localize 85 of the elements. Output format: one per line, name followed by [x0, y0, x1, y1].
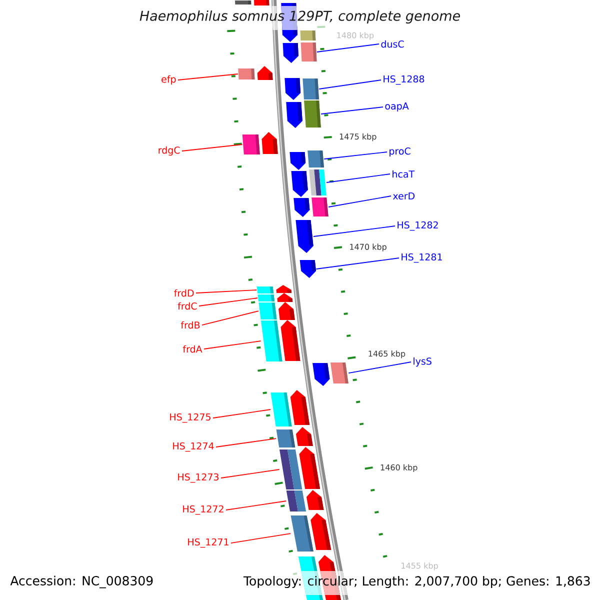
feature-block [256, 286, 274, 294]
leader-line [202, 310, 259, 326]
gene-label: rdgC [158, 146, 180, 156]
feature-block [235, 0, 252, 4]
gene-label: HS_1272 [183, 505, 224, 515]
gene-label: frdA [182, 345, 202, 353]
leader-line [324, 152, 388, 160]
gene-label: HS_1274 [173, 442, 214, 452]
leader-line [182, 144, 243, 152]
leader-line [326, 174, 390, 183]
feature-block [238, 68, 255, 80]
leader-line [318, 80, 382, 90]
scale-label: 1460 kbp [380, 464, 418, 472]
title: Haemophilus somnus 129PT, complete genome [140, 10, 460, 24]
leader-line [230, 533, 292, 544]
gene-label: oapA [385, 102, 409, 112]
gene-label: HS_1282 [398, 221, 438, 231]
leader-line [226, 500, 287, 510]
leader-line [313, 226, 396, 237]
feature-block [302, 78, 319, 100]
gene-label: HS_1281 [402, 253, 442, 263]
gene-label: dusC [381, 40, 404, 48]
gene-feature [310, 513, 332, 550]
leader-line [198, 298, 258, 306]
leader-line [204, 340, 262, 350]
gene-label: xerD [392, 192, 415, 200]
leader-line [216, 438, 277, 448]
gene-label: frdD [174, 289, 194, 297]
gene-feature [276, 285, 292, 293]
leader-line [316, 258, 400, 270]
gene-feature [290, 390, 310, 425]
gene-label: HS_1271 [188, 538, 228, 548]
gene-feature [294, 198, 310, 217]
leader-line [212, 409, 271, 418]
gene-feature [300, 260, 316, 278]
gene-feature [296, 427, 313, 446]
gene-feature [296, 220, 314, 253]
feature-block [330, 362, 348, 384]
gene-label: frdB [180, 321, 200, 329]
feature-block [300, 42, 317, 62]
leader-line [320, 106, 384, 114]
leader-line [178, 74, 238, 80]
feature-block [270, 392, 292, 426]
feature-block [254, 0, 270, 6]
feature-block [304, 100, 321, 128]
scale-label: 1455 kbp [402, 562, 438, 570]
leader-line [328, 196, 392, 208]
gene-feature [282, 43, 298, 63]
gene-label: lysS [414, 357, 432, 367]
leader-line [220, 469, 280, 478]
footer-text: Accession: NC_008309 [10, 576, 153, 588]
feature-block [300, 30, 316, 40]
gene-label: hcaT [392, 170, 415, 178]
feature-block [308, 150, 324, 168]
feature-block [279, 450, 302, 490]
gene-feature [262, 132, 278, 154]
scale-label: 1480 kbp [337, 32, 374, 40]
feature-block [258, 294, 275, 302]
scale-label: 1465 kbp [368, 350, 406, 358]
gene-feature [291, 171, 308, 197]
gene-feature [284, 78, 301, 100]
leader-line [348, 362, 412, 374]
gene-label: frdC [178, 302, 197, 310]
gene-label: HS_1275 [170, 413, 210, 423]
gene-label: HS_1273 [178, 473, 219, 483]
scale-label: 1475 kbp [340, 133, 376, 142]
gene-label: efp [162, 75, 176, 85]
gene-feature [306, 490, 324, 510]
gene-feature [290, 152, 306, 170]
leader-line [196, 290, 258, 294]
gene-label: HS_1288 [384, 75, 424, 85]
leader-line [316, 44, 380, 52]
scale-label: 1470 kbp [350, 244, 386, 252]
footer-text: Topology: circular; Length: 2,007,700 bp; Genes: 1,863 [243, 576, 590, 588]
feature-block [286, 490, 306, 512]
gene-feature [277, 293, 293, 302]
gene-feature [312, 363, 330, 386]
feature-block [312, 198, 328, 216]
feature-block [242, 134, 260, 154]
gene-label: proC [390, 147, 410, 157]
feature-block [290, 516, 314, 552]
gene-feature [257, 66, 273, 80]
feature-block [276, 430, 296, 448]
feature-block [309, 170, 326, 196]
gene-feature [286, 102, 302, 128]
